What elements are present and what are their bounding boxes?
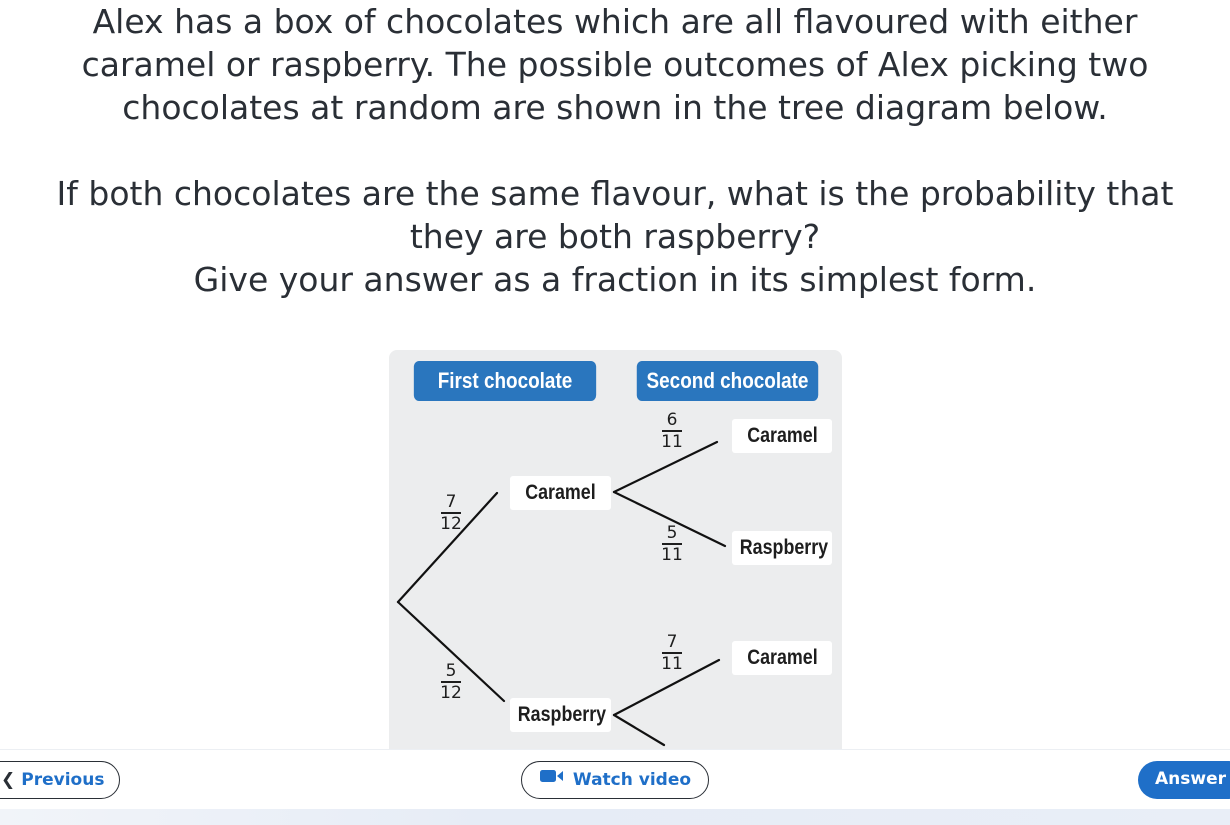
video-camera-icon <box>539 761 565 797</box>
question-paragraph-intro: Alex has a box of chocolates which are a… <box>0 0 1230 129</box>
answer-label: Answer <box>1155 769 1226 789</box>
node-second-raspberry-after-caramel: Raspberry <box>732 531 832 565</box>
question-paragraph-ask: If both chocolates are the same flavour,… <box>0 172 1230 301</box>
branch-caramel-to-raspberry <box>612 490 727 548</box>
header-first-chocolate: First chocolate <box>413 361 597 401</box>
watch-video-button[interactable]: Watch video <box>521 761 709 799</box>
fraction-numerator: 5 <box>445 661 457 681</box>
previous-label: Previous <box>21 770 105 790</box>
question-line: caramel or raspberry. The possible outco… <box>81 45 1149 84</box>
question-line: Alex has a box of chocolates which are a… <box>92 2 1138 41</box>
fraction-denominator: 12 <box>440 683 462 703</box>
fraction-numerator: 7 <box>666 632 678 652</box>
tree-branches <box>396 440 727 747</box>
fraction-bar <box>662 543 682 545</box>
fraction-bar <box>662 430 682 432</box>
probability-raspberry-then-caramel: 7 11 <box>654 633 690 673</box>
branch-start-to-caramel <box>396 491 499 604</box>
watch-video-label: Watch video <box>572 770 692 790</box>
branch-start-to-raspberry <box>396 600 506 703</box>
fraction-bar <box>441 681 461 683</box>
question-line: chocolates at random are shown in the tr… <box>122 88 1108 127</box>
fraction-numerator: 6 <box>666 410 678 430</box>
header-second-chocolate: Second chocolate <box>636 361 819 401</box>
fraction-bar <box>662 652 682 654</box>
fraction-denominator: 11 <box>661 654 683 674</box>
question-line: If both chocolates are the same flavour,… <box>56 174 1174 213</box>
bottom-gradient-strip <box>0 809 1230 825</box>
previous-button[interactable]: ❮Previous <box>0 761 120 799</box>
probability-first-raspberry: 5 12 <box>433 662 469 702</box>
fraction-numerator: 5 <box>666 523 678 543</box>
fraction-numerator: 7 <box>445 492 457 512</box>
chevron-left-icon: ❮ <box>1 770 16 790</box>
node-first-raspberry: Raspberry <box>510 698 611 732</box>
node-second-caramel-after-raspberry: Caramel <box>732 641 832 675</box>
branch-raspberry-to-caramel <box>612 658 721 717</box>
node-second-caramel-after-caramel: Caramel <box>732 419 832 453</box>
bottom-navigation-bar <box>0 749 1230 810</box>
fraction-denominator: 11 <box>661 432 683 452</box>
question-line: they are both raspberry? <box>409 217 821 256</box>
fraction-denominator: 12 <box>440 514 462 534</box>
answer-button[interactable]: Answer <box>1138 761 1230 799</box>
fraction-denominator: 11 <box>661 545 683 565</box>
probability-first-caramel: 7 12 <box>433 493 469 533</box>
branch-raspberry-to-raspberry <box>612 713 666 747</box>
question-line: Give your answer as a fraction in its si… <box>193 260 1037 299</box>
fraction-bar <box>441 512 461 514</box>
node-first-caramel: Caramel <box>510 476 611 510</box>
probability-caramel-then-caramel: 6 11 <box>654 411 690 451</box>
probability-caramel-then-raspberry: 5 11 <box>654 524 690 564</box>
branch-caramel-to-caramel <box>612 440 719 494</box>
tree-diagram: First chocolate Second chocolate Caramel… <box>389 350 842 750</box>
